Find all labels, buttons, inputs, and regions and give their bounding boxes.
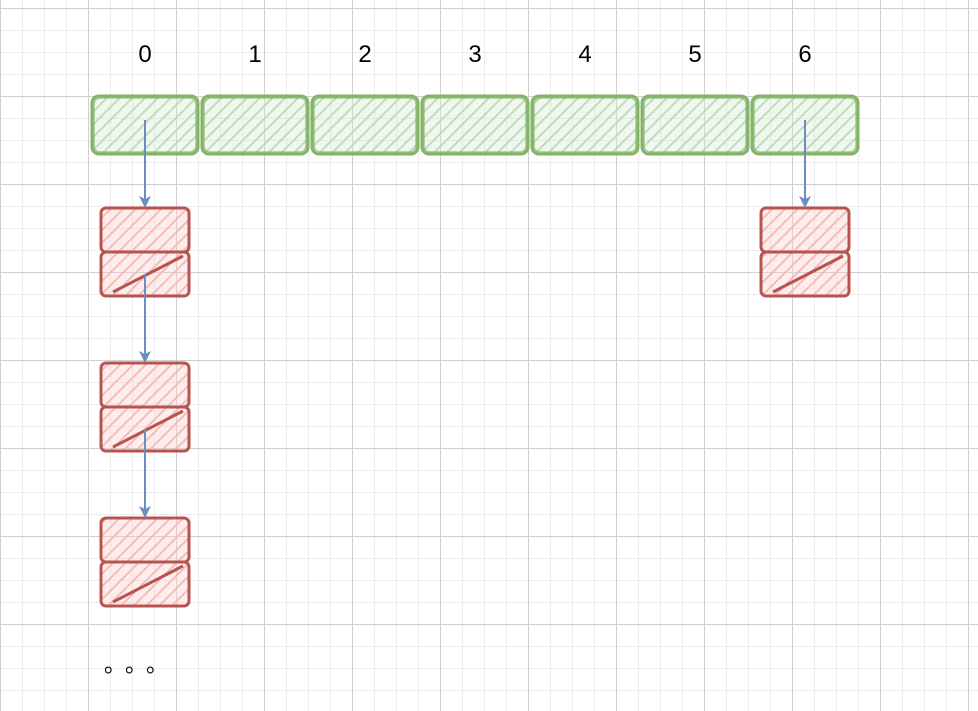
index-labels: 0 1 2 3 4 5 6: [138, 41, 811, 68]
index-label-1: 1: [248, 41, 261, 68]
continuation-ellipsis: 。。。: [104, 652, 178, 677]
array-cell-3: [420, 94, 530, 156]
index-label-3: 3: [468, 41, 481, 68]
bucket-array: [90, 94, 860, 156]
array-cell-2: [310, 94, 420, 156]
index-label-5: 5: [688, 41, 701, 68]
chain-node-6-0: [759, 206, 851, 298]
chain-arrows: [139, 120, 811, 518]
index-label-0: 0: [138, 41, 151, 68]
chain-nodes: [99, 206, 851, 608]
index-label-4: 4: [578, 41, 591, 68]
index-label-2: 2: [358, 41, 371, 68]
array-cell-1: [200, 94, 310, 156]
array-cell-4: [530, 94, 640, 156]
array-cell-5: [640, 94, 750, 156]
index-label-6: 6: [798, 41, 811, 68]
chain-node-0-2: [99, 516, 191, 608]
